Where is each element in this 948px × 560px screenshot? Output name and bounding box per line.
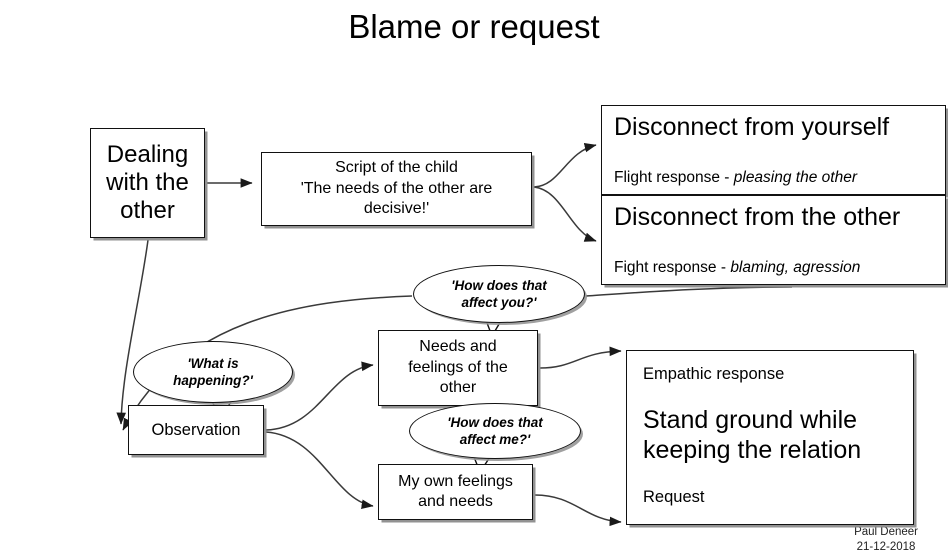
disconnect-yourself-heading: Disconnect from yourself xyxy=(614,113,890,141)
box-my-own-feelings-and-needs[interactable]: My own feelings and needs xyxy=(378,464,533,520)
needs-other-line2: feelings of the xyxy=(408,358,508,376)
box-dealing-label: Dealing with the other xyxy=(106,141,189,224)
box-observation[interactable]: Observation xyxy=(128,405,264,455)
box-empathic-response-panel[interactable]: Empathic response Stand ground while kee… xyxy=(626,350,914,525)
footer-credit: Paul Deneer 21-12-2018 xyxy=(854,525,918,554)
box-script-line2: 'The needs of the other are xyxy=(300,179,493,197)
box-script-line3: decisive!' xyxy=(363,200,430,218)
bubble-how-does-that-affect-you[interactable]: 'How does that affect you?' xyxy=(413,265,585,323)
page-title: Blame or request xyxy=(348,8,600,45)
bubble-what-is-line1: 'What is xyxy=(187,356,239,371)
connector-needs-other-to-empathic xyxy=(539,346,622,369)
box-script-line1: Script of the child xyxy=(335,158,458,176)
box-needs-and-feelings-of-the-other[interactable]: Needs and feelings of the other xyxy=(378,330,538,406)
disconnect-yourself-sub-emphasis: pleasing the other xyxy=(733,168,857,186)
box-disconnect-from-the-other[interactable]: Disconnect from the other Fight response… xyxy=(601,195,946,285)
footer-author: Paul Deneer xyxy=(854,526,918,539)
box-disconnect-from-yourself[interactable]: Disconnect from yourself Flight response… xyxy=(601,105,946,195)
footer-date: 21-12-2018 xyxy=(856,540,916,553)
connector-my-own-to-empathic xyxy=(534,494,622,527)
bubble-affect-you-line1: 'How does that xyxy=(451,278,547,293)
bubble-what-is-line2: happening?' xyxy=(173,373,253,388)
connector-disconnect-to-observation xyxy=(585,286,793,297)
bubble-affect-you-line2: affect you?' xyxy=(461,295,537,310)
empathic-bottom-label: Request xyxy=(643,487,705,506)
connector-observation-to-my-own xyxy=(265,431,374,509)
bubble-affect-me-line1: 'How does that xyxy=(447,415,543,430)
needs-other-line1: Needs and xyxy=(419,338,497,356)
connector-script-to-disconnect-yourself xyxy=(533,142,597,188)
disconnect-other-heading: Disconnect from the other xyxy=(614,203,901,231)
bubble-affect-you-text: 'How does that affect you?' xyxy=(451,277,546,311)
bubble-what-is-happening[interactable]: 'What is happening?' xyxy=(133,341,293,403)
empathic-main-label: Stand ground while keeping the relation xyxy=(643,405,862,465)
disconnect-yourself-subtext: Flight response - pleasing the other xyxy=(614,169,857,188)
disconnect-yourself-sub-prefix: Flight response - xyxy=(614,168,734,186)
observation-label: Observation xyxy=(151,420,241,439)
bubble-how-does-that-affect-me[interactable]: 'How does that affect me?' xyxy=(409,403,581,459)
bubble-what-is-text: 'What is happening?' xyxy=(173,355,253,389)
box-script-of-the-child[interactable]: Script of the child 'The needs of the ot… xyxy=(261,152,532,226)
connector-script-to-disconnect-other xyxy=(533,186,597,242)
disconnect-other-subtext: Fight response - blaming, agression xyxy=(614,259,860,278)
disconnect-other-sub-emphasis: blaming, agression xyxy=(730,258,861,276)
needs-other-line3: other xyxy=(439,379,477,397)
box-dealing-with-the-other[interactable]: Dealing with the other xyxy=(90,128,205,238)
my-own-line1: My own feelings xyxy=(398,472,513,490)
disconnect-other-sub-prefix: Fight response - xyxy=(614,258,731,276)
bubble-affect-me-text: 'How does that affect me?' xyxy=(447,414,542,448)
bubble-affect-me-line2: affect me?' xyxy=(459,432,531,447)
empathic-top-label: Empathic response xyxy=(643,365,785,383)
connector-dealing-to-observation xyxy=(116,239,149,425)
my-own-line2: and needs xyxy=(418,493,493,510)
